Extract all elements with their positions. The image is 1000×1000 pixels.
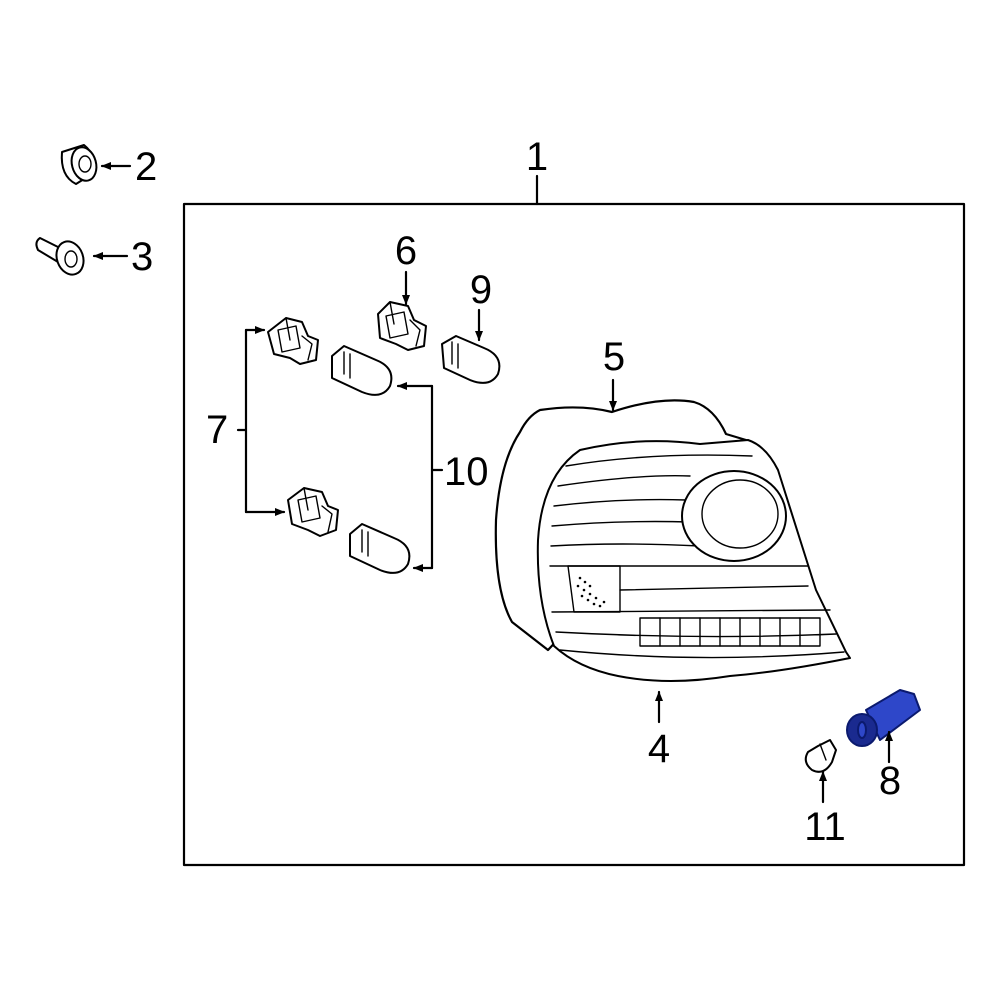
callout-10: 10 (444, 450, 489, 494)
callout-8: 8 (879, 759, 901, 803)
gasket-part-5 (494, 399, 748, 652)
callout-1: 1 (526, 135, 548, 179)
callout-7-bracket (236, 328, 248, 514)
nut-part-2 (60, 144, 98, 185)
callout-7: 7 (206, 408, 228, 452)
callout-6: 6 (395, 229, 417, 273)
socket-part-6 (377, 301, 427, 351)
screw-part-3 (35, 237, 85, 276)
bulb-part-10-upper (331, 345, 393, 396)
callout-11: 11 (804, 805, 846, 849)
callout-5: 5 (603, 335, 625, 379)
bulb-part-11 (804, 739, 837, 773)
bulb-part-10-lower (349, 523, 411, 574)
lens-part-4 (536, 439, 851, 682)
callout-4: 4 (648, 727, 670, 771)
socket-part-8-highlighted[interactable] (846, 689, 921, 747)
callout-3: 3 (131, 235, 153, 279)
socket-part-7-upper (267, 317, 319, 365)
socket-part-7-lower (287, 487, 339, 537)
callout-10-bracket (430, 384, 444, 570)
callout-9: 9 (470, 268, 492, 312)
reflector-dots (576, 576, 606, 608)
bulb-part-9 (441, 335, 501, 384)
callout-2: 2 (135, 145, 157, 189)
assembly-frame (182, 202, 966, 867)
